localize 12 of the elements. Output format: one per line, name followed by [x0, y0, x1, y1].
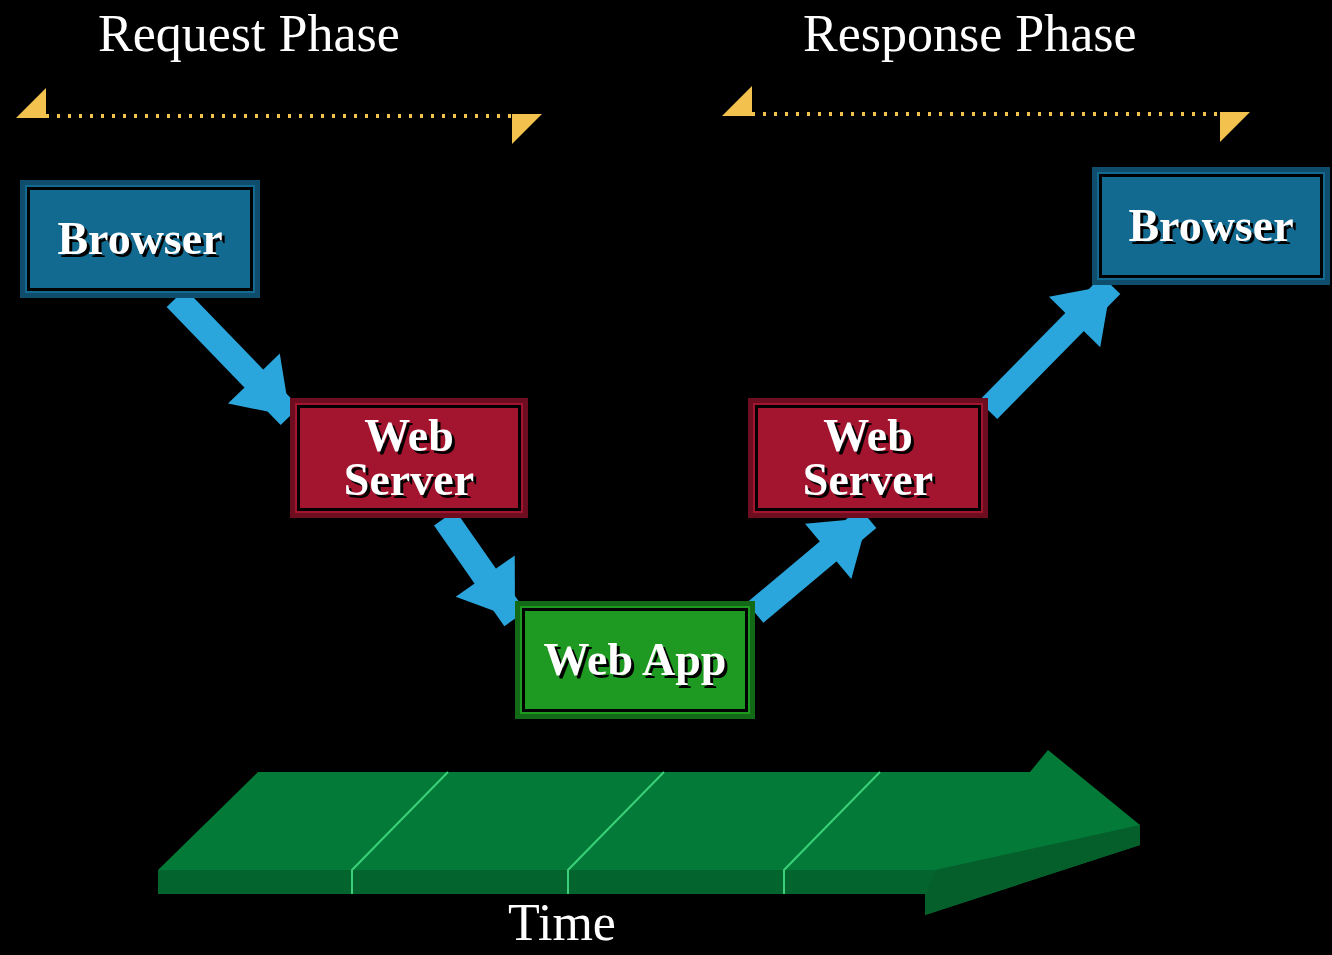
node-label: Web Server	[342, 414, 476, 502]
phase-heading: Response Phase	[803, 4, 1137, 63]
node-label: Browser	[1128, 204, 1294, 248]
axis-label: Time	[508, 893, 616, 952]
phase-heading: Request Phase	[98, 4, 400, 63]
process-box	[20, 180, 260, 298]
node-label: Web Server	[801, 414, 935, 502]
process-box	[748, 398, 988, 518]
process-box	[515, 601, 755, 719]
process-box	[290, 398, 528, 518]
process-box	[1092, 167, 1330, 285]
node-label: Browser	[57, 217, 223, 261]
